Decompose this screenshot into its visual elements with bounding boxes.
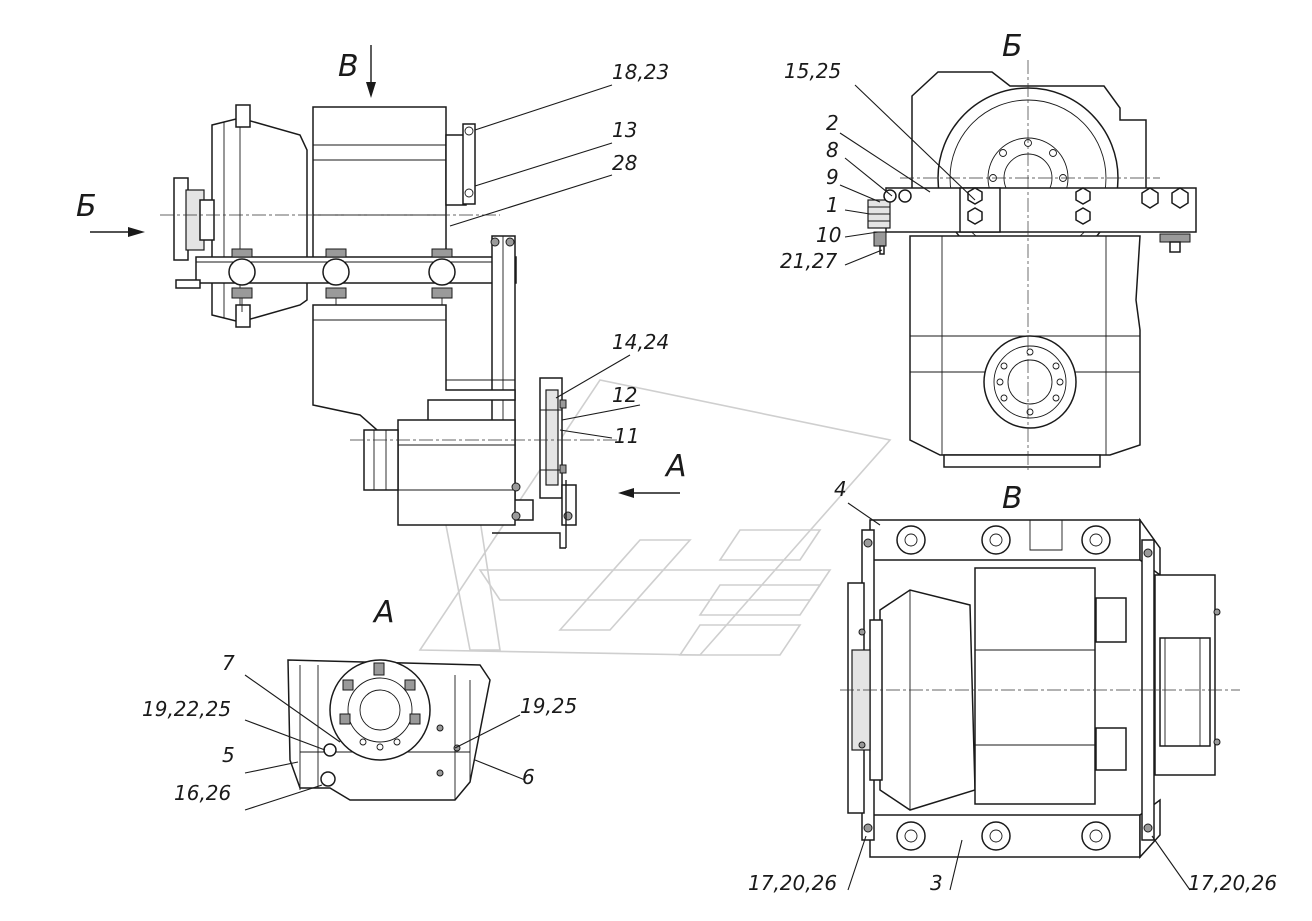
rail-roller — [981, 525, 1011, 555]
callout-19-22-25: 19,22,25 — [142, 697, 231, 721]
callout-4: 4 — [834, 477, 847, 501]
callout-7: 7 — [222, 651, 235, 675]
callout-14-24: 14,24 — [612, 330, 669, 354]
callout-10: 10 — [816, 223, 841, 247]
view-a — [287, 659, 491, 801]
mount-bolt — [322, 248, 350, 312]
callout-12: 12 — [612, 383, 637, 407]
callout-17-20-26-left: 17,20,26 — [748, 871, 837, 895]
callout-16-26: 16,26 — [174, 781, 231, 805]
callout-19-25: 19,25 — [520, 694, 577, 718]
view-arrow-b-label: Б — [76, 189, 97, 224]
callout-9: 9 — [826, 165, 839, 189]
mount-bolt — [228, 248, 256, 312]
callout-8: 8 — [826, 138, 839, 162]
main-side-view — [90, 45, 680, 549]
view-a-title: А — [372, 595, 395, 630]
callout-17-20-26-right: 17,20,26 — [1188, 871, 1277, 895]
callout-28: 28 — [612, 151, 637, 175]
rail-roller — [896, 525, 926, 555]
view-arrow-a-label: А — [664, 449, 687, 484]
callout-3: 3 — [930, 871, 943, 895]
callout-13: 13 — [612, 118, 637, 142]
callout-2: 2 — [826, 111, 839, 135]
callout-5: 5 — [222, 743, 235, 767]
rail-roller — [1081, 525, 1111, 555]
mount-bolt — [428, 248, 456, 312]
callout-1: 1 — [826, 193, 839, 217]
view-b — [867, 60, 1197, 470]
callout-11: 11 — [614, 424, 639, 448]
view-v — [840, 517, 1240, 859]
rail-roller — [981, 821, 1011, 851]
callout-21-27: 21,27 — [780, 249, 838, 273]
leader-lines — [244, 84, 1191, 891]
rail-roller — [1081, 821, 1111, 851]
callout-15-25: 15,25 — [784, 59, 841, 83]
callout-6: 6 — [522, 765, 535, 789]
view-v-title: В — [1002, 481, 1023, 516]
view-arrow-v-label: В — [338, 49, 359, 84]
rail-roller — [896, 821, 926, 851]
view-b-title: Б — [1002, 29, 1023, 64]
callout-18-23: 18,23 — [612, 60, 669, 84]
